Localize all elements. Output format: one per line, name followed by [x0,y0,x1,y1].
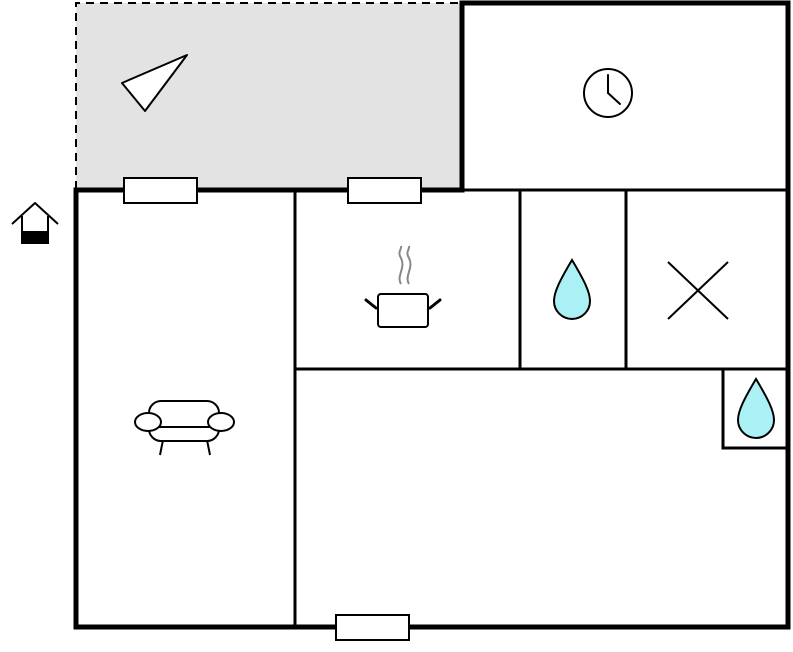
terrace-triangle-icon [121,54,188,112]
sofa-icon [134,400,235,456]
terrace-dashed-border [75,2,462,189]
interior-walls [293,188,788,627]
water-drop-icon [736,377,776,439]
window-bottom [335,614,410,641]
house-entrance-icon [11,202,59,244]
window-terrace-right [347,177,422,204]
window-terrace-left [123,177,198,204]
clock-icon [583,68,633,118]
cooking-pot-icon [364,245,442,328]
bed-cross-icon [667,261,729,320]
water-drop-icon [552,258,592,320]
